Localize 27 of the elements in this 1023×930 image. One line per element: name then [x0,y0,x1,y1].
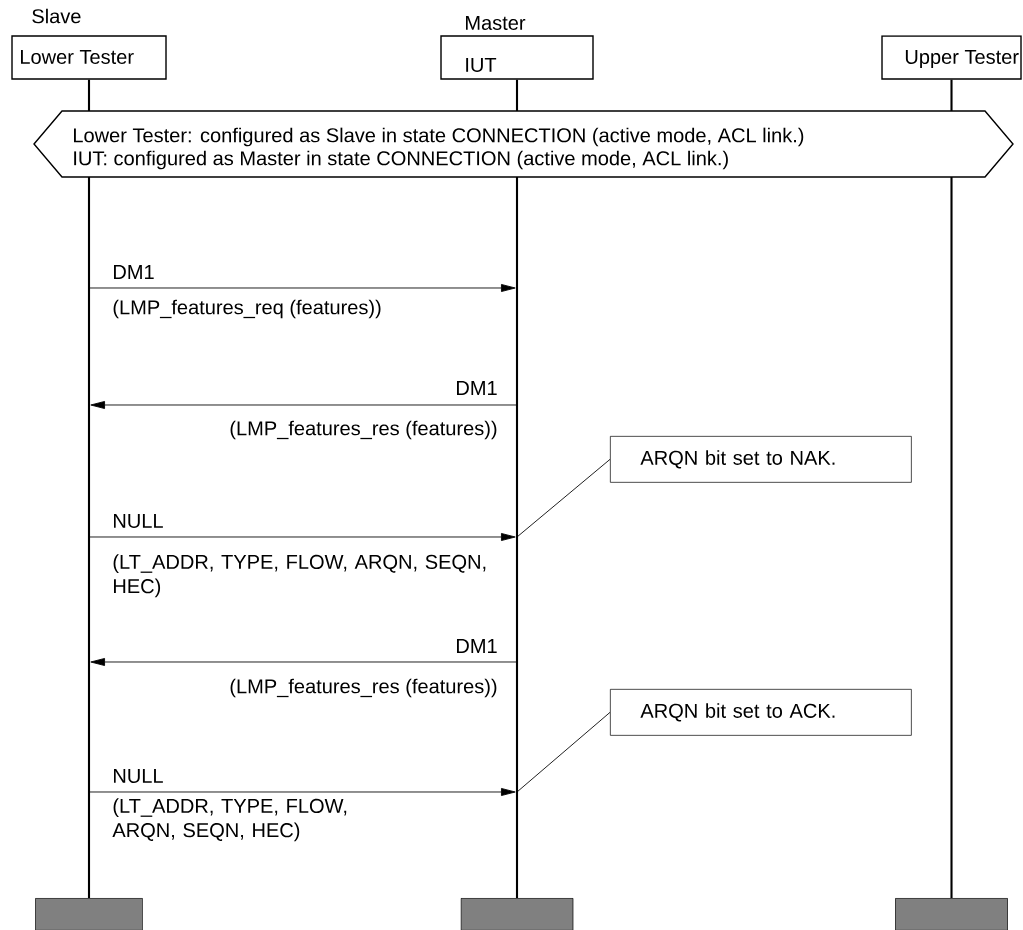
participant-box: Lower Tester [11,35,167,80]
message-arrow [88,533,516,541]
participant-box: Upper Tester [881,35,1022,80]
message-parameters: (LT_ADDR, TYPE, FLOW, ARQN, SEQN, HEC) [113,554,486,598]
message-arrow [90,401,518,409]
message-arrow [90,658,518,666]
message-label: NULL [112,514,164,528]
message-label: NULL [112,769,164,783]
leader-line [516,458,611,538]
message-parameters: (LMP_features_res (features)) [230,678,497,698]
note-box: ARQN bit set to NAK. [610,436,912,483]
message-parameters: (LT_ADDR, TYPE, FLOW, ARQN, SEQN, HEC) [112,798,347,842]
message-label: DM1 [455,381,498,395]
message-label: DM1 [455,639,498,653]
message-arrow [88,284,516,292]
message-parameters: (LMP_features_res (features)) [230,420,497,440]
node-label: IUT: configured as Master in state CONNECTION (active mode, ACL link.) [74,150,728,170]
role-label: Master [466,16,526,30]
role-label: Slave [32,8,81,24]
condition-hexagon: Lower Tester: configured as Slave in state CONNECTION (active mode, ACL link.) IUT: configured as Master in state CONNECTION (active mode, ACL link.) [33,110,1014,178]
message-label: DM1 [112,265,155,279]
message-arrow [88,788,516,796]
message-parameters: (LMP_features_req (features)) [113,299,381,319]
note-box: ARQN bit set to ACK. [610,689,912,736]
leader-line [516,711,611,793]
node-label: Lower Tester: configured as Slave in state CONNECTION (active mode, ACL link.) [74,127,804,147]
participant-box: IUT [440,35,594,80]
